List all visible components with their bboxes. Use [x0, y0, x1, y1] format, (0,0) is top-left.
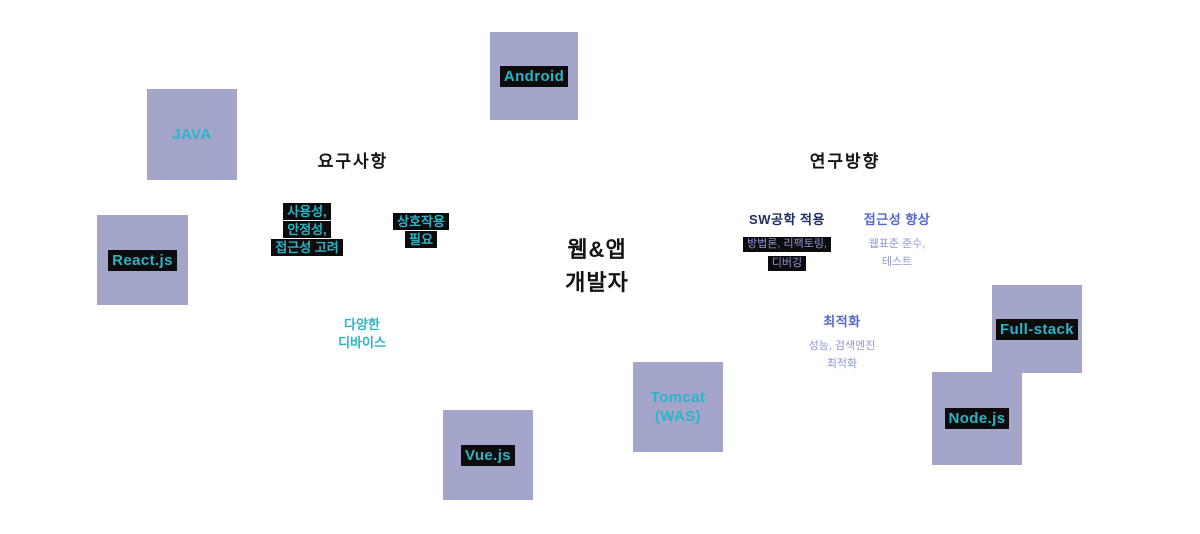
group-sw-engineering-line2: 디버깅 [767, 256, 807, 271]
note-various-devices-line1: 다양한 [344, 317, 380, 332]
node-vue-card: Vue.js [443, 410, 533, 500]
node-nodejs-card: Node.js [932, 372, 1022, 465]
center-title-line2: 개발자 [565, 270, 629, 295]
node-tomcat-card: Tomcat (WAS) [633, 362, 723, 452]
center-title-web-app-developer: 웹&앱 개발자 [537, 233, 657, 299]
note-various-devices-line2: 디바이스 [338, 335, 386, 350]
group-optimization-sub: 성능, 검색엔진 최적화 [807, 336, 878, 371]
group-sw-engineering-title: SW공학 적용 [749, 212, 825, 227]
group-sw-engineering: SW공학 적용 방법론, 리팩토링, 디버깅 [712, 209, 862, 272]
heading-requirements: 요구사항 [317, 152, 389, 171]
note-usability-line1: 사용성, [283, 203, 331, 220]
node-android-card: Android [490, 32, 578, 120]
group-sw-engineering-sub: 방법론, 리팩토링, 디버깅 [742, 234, 831, 271]
node-fullstack-card: Full-stack [992, 285, 1082, 373]
node-tomcat-label: Tomcat (WAS) [651, 388, 706, 426]
group-accessibility-line1: 웹표준 준수, [868, 238, 926, 250]
node-nodejs-label: Node.js [944, 408, 1010, 429]
note-interaction: 상호작용 필요 [351, 213, 491, 249]
group-optimization-line1: 성능, 검색엔진 [808, 340, 876, 352]
group-accessibility-sub: 웹표준 준수, 테스트 [867, 234, 928, 269]
group-accessibility-line2: 테스트 [881, 256, 913, 268]
group-optimization-title: 최적화 [823, 314, 861, 329]
node-java-label: JAVA [172, 126, 212, 143]
note-usability: 사용성, 안정성, 접근성 고려 [237, 203, 377, 257]
note-interaction-line2: 필요 [405, 231, 437, 248]
node-java-card: JAVA [147, 89, 237, 180]
group-optimization-line2: 최적화 [826, 358, 858, 370]
note-various-devices: 다양한 디바이스 [292, 316, 432, 352]
note-usability-line2: 안정성, [283, 221, 331, 238]
group-sw-engineering-line1: 방법론, 리팩토링, [742, 237, 831, 252]
node-vue-label: Vue.js [460, 444, 516, 466]
node-fullstack-label: Full-stack [995, 318, 1079, 340]
node-android-label: Android [499, 65, 569, 87]
note-interaction-line1: 상호작용 [393, 213, 449, 230]
note-usability-line3: 접근성 고려 [271, 239, 343, 256]
node-tomcat-label-line2: (WAS) [654, 408, 702, 425]
group-accessibility: 접근성 향상 웹표준 준수, 테스트 [822, 209, 972, 270]
node-react-label: React.js [108, 249, 177, 271]
node-react-card: React.js [97, 215, 188, 305]
center-title-line1: 웹&앱 [567, 237, 627, 262]
group-accessibility-title: 접근성 향상 [863, 212, 931, 227]
heading-research-direction: 연구방향 [809, 152, 881, 171]
node-tomcat-label-line1: Tomcat [650, 389, 706, 406]
group-optimization: 최적화 성능, 검색엔진 최적화 [767, 311, 917, 372]
